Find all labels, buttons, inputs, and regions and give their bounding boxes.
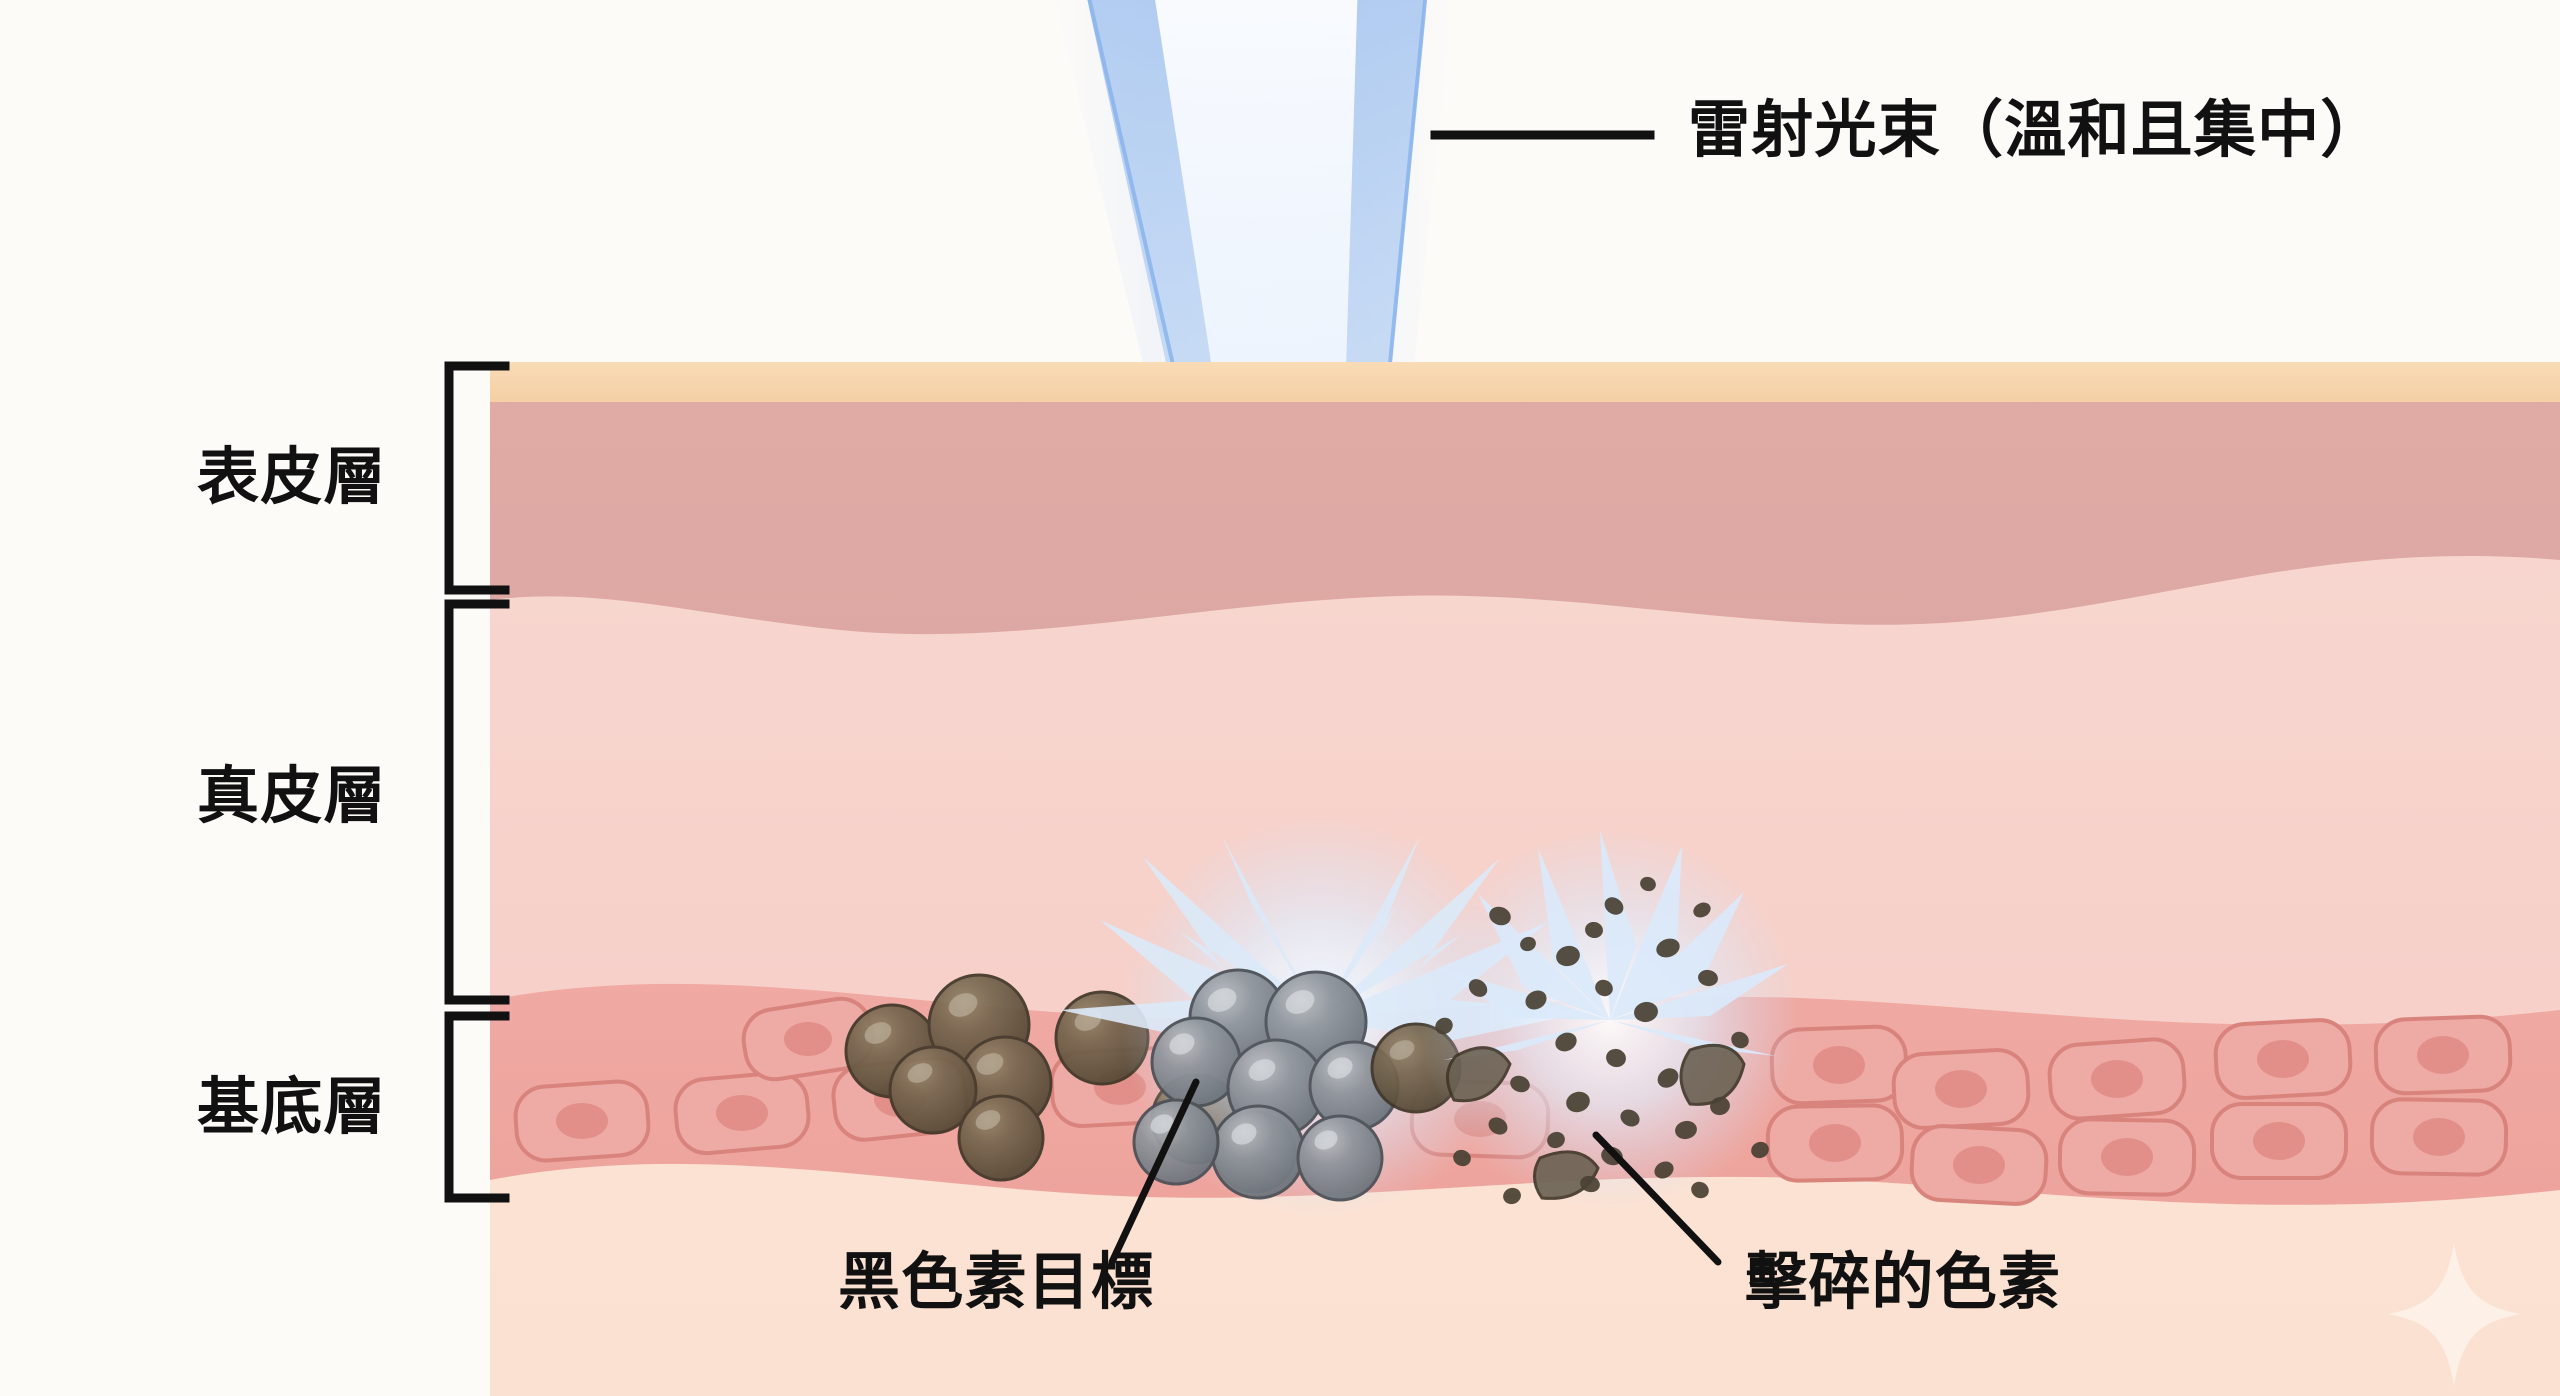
pigment-fragment xyxy=(1731,1031,1749,1049)
specular-highlight xyxy=(948,993,978,1017)
pigment-fragment xyxy=(1488,1117,1508,1135)
sparkle-star-icon xyxy=(2388,1243,2520,1386)
pigment-fragment xyxy=(1585,921,1603,939)
melanin-particle-lit xyxy=(1132,1098,1220,1186)
pigment-fragment xyxy=(1595,979,1613,997)
cell-nucleus xyxy=(784,1022,832,1056)
melanin-particle-lit xyxy=(1210,1104,1306,1200)
pigment-fragment xyxy=(1547,1131,1565,1149)
pigment-chunks xyxy=(1446,1043,1746,1200)
cell-nucleus xyxy=(2257,1040,2309,1078)
pigment-fragment xyxy=(1566,1091,1590,1113)
callout-leader-lines xyxy=(1108,1078,1722,1266)
specular-highlight xyxy=(1248,1059,1276,1081)
pigment-fragment xyxy=(1634,1001,1658,1023)
flare-spike xyxy=(1538,848,1610,1020)
pigment-fragment xyxy=(1620,1109,1640,1127)
cell-nucleus xyxy=(716,1095,768,1131)
cell-nucleus xyxy=(1953,1146,2005,1184)
pigment-chunk xyxy=(1446,1046,1512,1103)
cell-nucleus xyxy=(1935,1070,1987,1108)
cell-nucleus xyxy=(2101,1138,2153,1176)
bracket-epidermis xyxy=(444,361,510,595)
laser-beam-label: 雷射光束（溫和且集中） xyxy=(1688,96,2384,165)
pigment-fragment xyxy=(1556,945,1580,967)
pigment-fragment xyxy=(1525,990,1547,1010)
pigment-fragment xyxy=(1503,1187,1521,1205)
pigment-fragment xyxy=(1656,938,1680,958)
pigment-fragment xyxy=(1698,969,1718,987)
melanin-lit-highlights xyxy=(1150,988,1353,1150)
pigment-fragment xyxy=(1675,1120,1697,1140)
pigment-fragment xyxy=(1555,1032,1577,1052)
layer-label-epidermis: 表皮層 xyxy=(197,443,387,512)
pigment-fragment xyxy=(1693,902,1711,918)
basal-nuclei-left xyxy=(556,1022,926,1139)
pigment-fragment xyxy=(1489,906,1511,926)
leader-line-shattered-pigment[interactable] xyxy=(1592,1131,1722,1266)
cell-nucleus xyxy=(2413,1118,2465,1156)
pigment-fragment xyxy=(1510,1075,1530,1093)
specular-highlight xyxy=(975,1110,1001,1130)
bracket-basal xyxy=(444,1011,510,1203)
specular-highlight xyxy=(1314,1130,1338,1150)
pigment-fragment xyxy=(1657,1068,1679,1088)
flare-spike xyxy=(1610,846,1682,1020)
pigment-fragment xyxy=(1604,897,1624,915)
leader-line-melanin-target[interactable] xyxy=(1108,1078,1200,1266)
pigment-fragment xyxy=(1453,1149,1471,1167)
specular-highlight xyxy=(1231,1123,1257,1145)
cell-nucleus xyxy=(2253,1122,2305,1160)
epidermis-body xyxy=(490,400,2560,635)
cell-nucleus xyxy=(1813,1046,1865,1084)
specular-highlight xyxy=(1389,1040,1415,1060)
callout-label-shattered-pigment: 擊碎的色素 xyxy=(1745,1248,2062,1317)
pigment-fragment xyxy=(1606,1048,1626,1068)
melanin-particle xyxy=(957,1094,1045,1182)
specular-highlight xyxy=(1327,1057,1353,1079)
specular-highlight xyxy=(1285,990,1315,1014)
pigment-fragment xyxy=(1520,936,1536,952)
shattered-pigment-group xyxy=(1420,830,1800,1210)
pigment-fragment xyxy=(1580,1175,1600,1193)
pigment-fragment xyxy=(1654,1161,1674,1179)
stratum-corneum xyxy=(490,362,2560,402)
specular-highlight xyxy=(864,1022,892,1044)
callout-label-melanin-target: 黑色素目標 xyxy=(838,1248,1155,1317)
specular-highlight xyxy=(976,1053,1004,1075)
melanin-particle-lit xyxy=(1296,1114,1384,1202)
pigment-fragment xyxy=(1691,1181,1709,1199)
specular-highlight xyxy=(1169,1033,1195,1055)
layer-brackets xyxy=(444,361,510,1203)
specular-highlight xyxy=(1150,1114,1174,1134)
layer-label-dermis: 真皮層 xyxy=(197,762,387,831)
cell-nucleus xyxy=(1809,1124,1861,1162)
pigment-fragments xyxy=(1435,876,1769,1205)
skin-block xyxy=(490,362,2560,1396)
flare-spike xyxy=(1610,892,1744,1020)
flare-spike xyxy=(1600,830,1636,1020)
pigment-chunk xyxy=(1679,1043,1746,1106)
specular-highlight xyxy=(1207,988,1237,1012)
bracket-dermis xyxy=(444,599,510,1005)
pigment-fragment xyxy=(1751,1141,1769,1159)
cell-nucleus xyxy=(556,1103,608,1139)
flare-spike xyxy=(1478,894,1610,1020)
pigment-fragment xyxy=(1640,876,1656,892)
pigment-fragment xyxy=(1710,1096,1730,1116)
cell-nucleus xyxy=(2417,1036,2469,1074)
pigment-fragment xyxy=(1468,979,1488,997)
cell-nucleus xyxy=(2091,1060,2143,1098)
pigment-fragment xyxy=(1435,1017,1453,1035)
specular-highlight xyxy=(907,1063,933,1083)
layer-label-basal: 基底層 xyxy=(197,1073,387,1142)
shatter-flare-spikes xyxy=(1436,830,1788,1060)
basal-nuclei-right xyxy=(1809,1036,2469,1184)
flare-spike xyxy=(1610,1020,1776,1056)
flare-spike xyxy=(1436,966,1610,1020)
